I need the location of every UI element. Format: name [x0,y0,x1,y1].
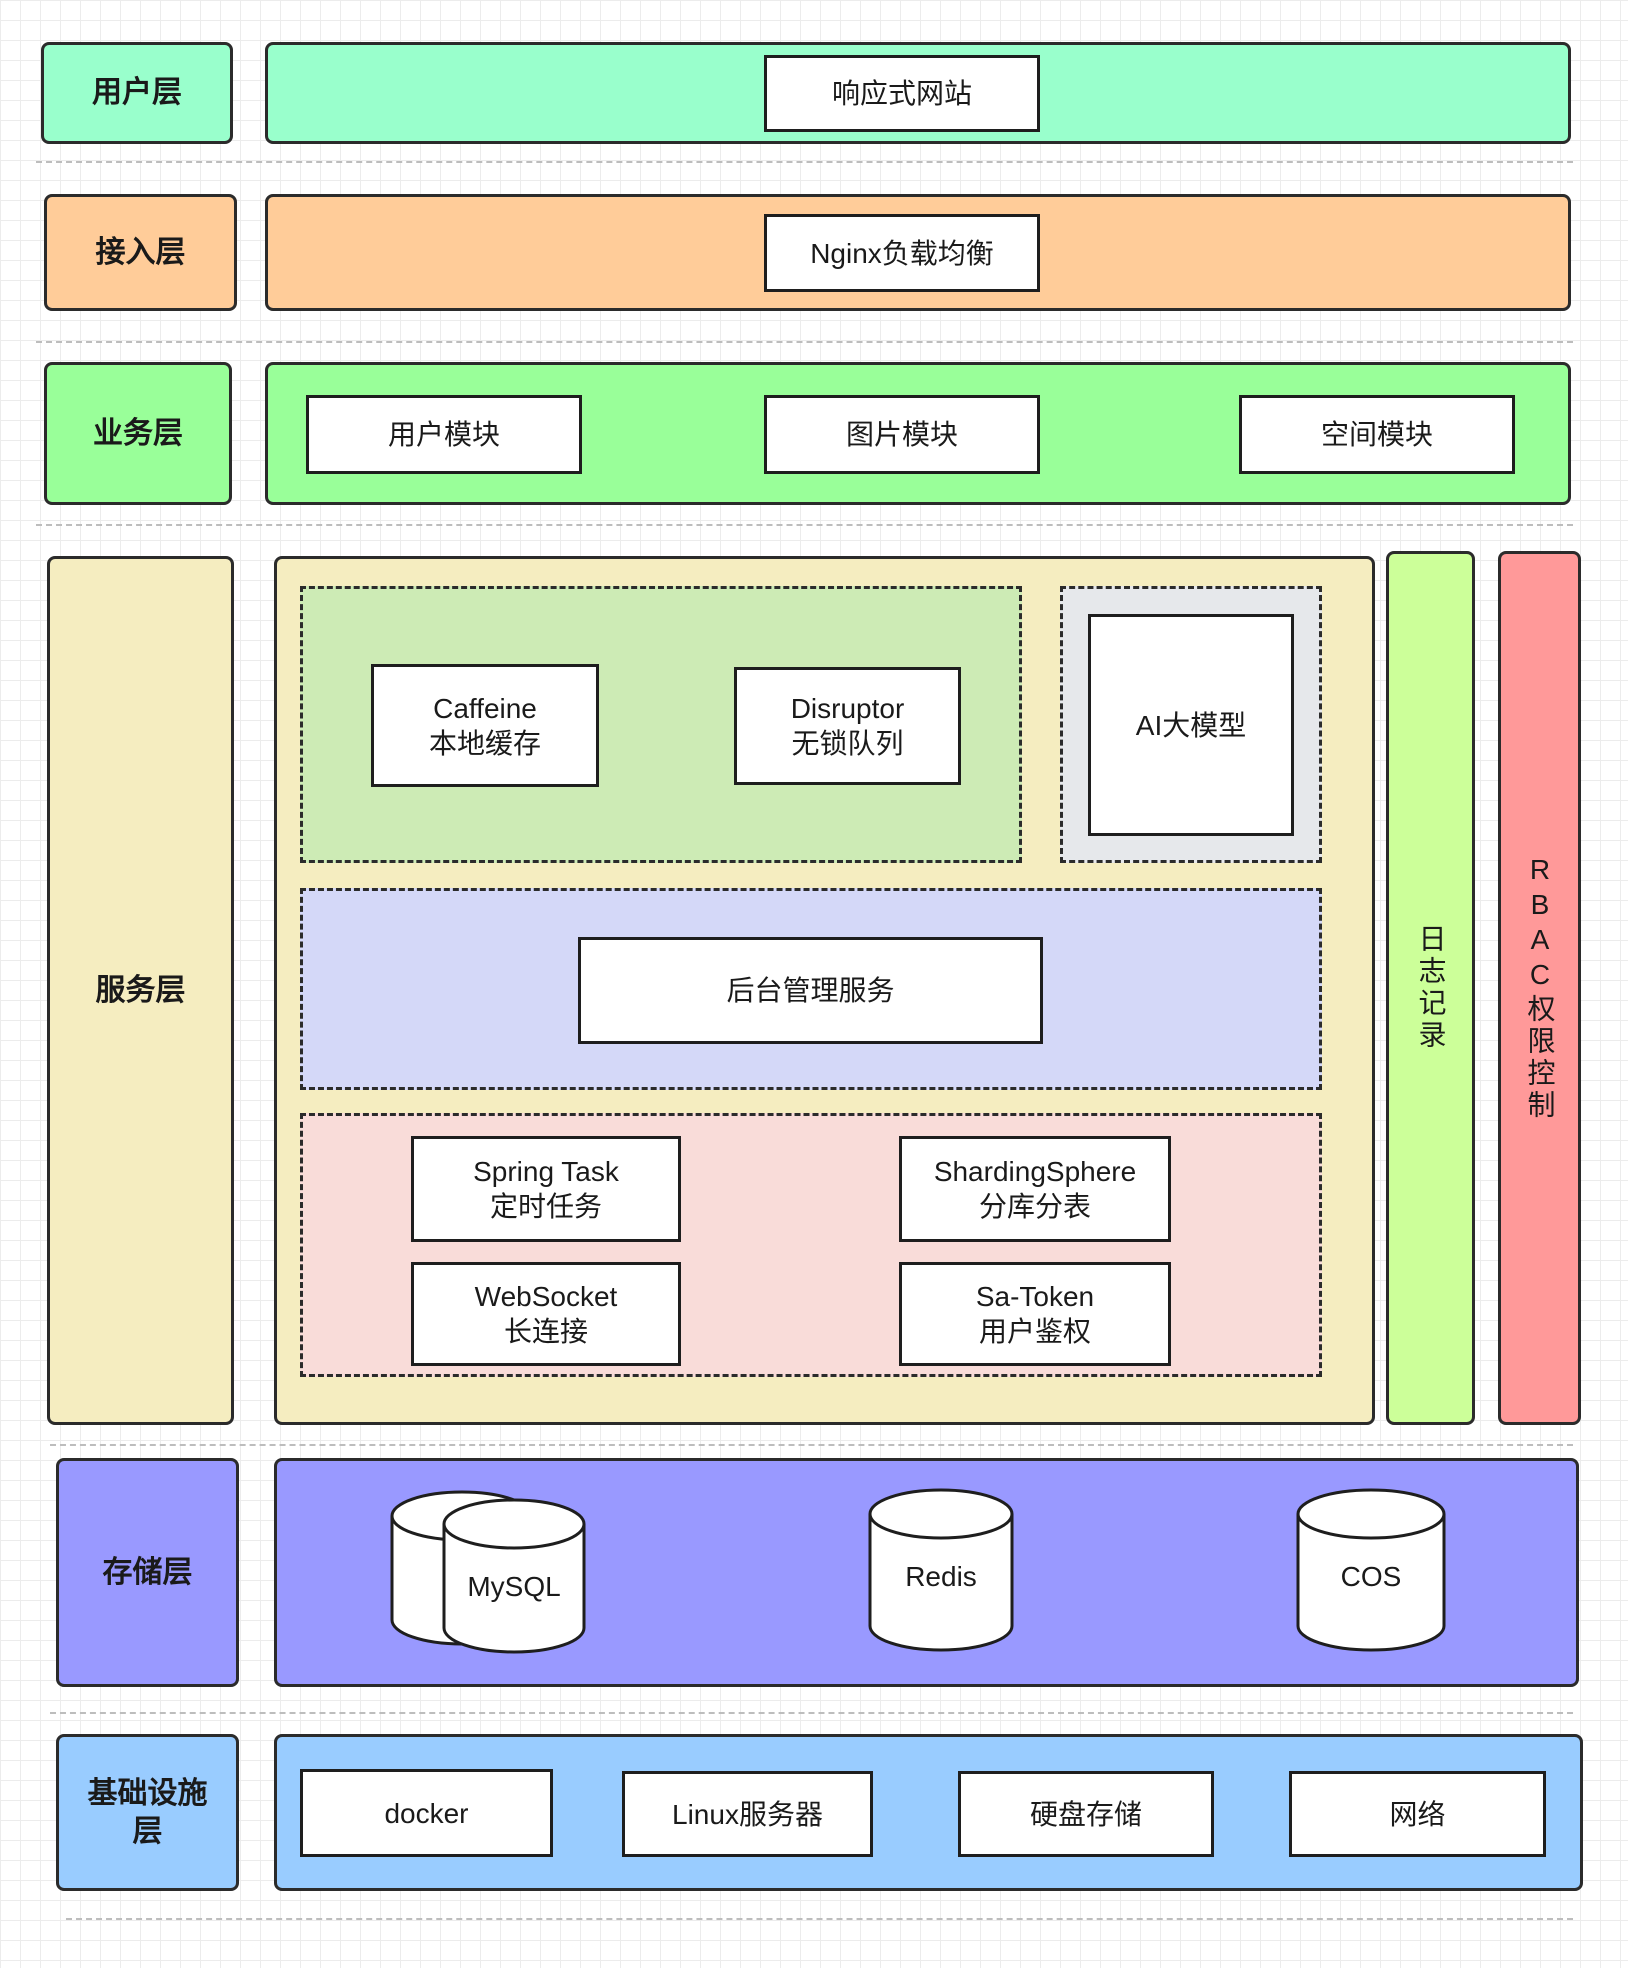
admin-service-node: 后台管理服务 [578,937,1043,1044]
network-node: 网络 [1289,1771,1546,1857]
websocket-node: WebSocket 长连接 [411,1262,681,1366]
mysql-database-icon: MySQL [390,1490,586,1654]
layer-separator [50,1444,1573,1446]
node-line1: WebSocket [474,1281,618,1312]
layer-separator [36,524,1573,526]
business-layer-label-text: 业务层 [93,416,183,450]
cos-label: COS [1341,1561,1402,1592]
node-label: 响应式网站 [831,78,972,109]
node-label: docker [384,1797,469,1829]
node-label: 图片模块 [845,419,958,450]
docker-node: docker [300,1769,553,1857]
logging-bar-text: 日志记录 [1415,924,1447,1052]
node-line2: 本地缓存 [428,727,541,759]
image-module-node: 图片模块 [764,395,1040,474]
ai-model-node: AI大模型 [1088,614,1294,836]
user-layer-label: 用户层 [41,42,233,144]
node-line1: Spring Task [473,1156,619,1187]
node-label: 网络 [1389,1798,1446,1830]
user-module-node: 用户模块 [306,395,582,474]
sa-token-node: Sa-Token 用户鉴权 [899,1262,1171,1366]
redis-database-icon: Redis [868,1488,1014,1652]
node-line1: ShardingSphere [933,1156,1137,1187]
storage-layer-label: 存储层 [56,1458,239,1687]
space-module-node: 空间模块 [1239,395,1515,474]
cos-database-icon: COS [1296,1488,1446,1652]
business-layer-label: 业务层 [44,362,232,505]
node-label: Linux服务器 [672,1798,823,1830]
node-line1: Sa-Token [975,1281,1095,1312]
rbac-bar-text: RBAC权限控制 [1524,854,1556,1122]
infra-layer-label: 基础设施层 [56,1734,239,1891]
node-label: 后台管理服务 [726,975,895,1006]
nginx-node: Nginx负载均衡 [764,214,1040,292]
node-line1: Disruptor [790,693,905,724]
node-line2: 分库分表 [978,1191,1091,1222]
shardingsphere-node: ShardingSphere 分库分表 [899,1136,1171,1242]
node-label: AI大模型 [1135,709,1247,741]
node-line2: 用户鉴权 [978,1316,1091,1347]
node-label: 用户模块 [387,419,500,450]
layer-separator [36,341,1573,343]
mysql-label: MySQL [467,1571,560,1602]
caffeine-node: Caffeine 本地缓存 [371,664,599,787]
node-label: 硬盘存储 [1029,1798,1142,1830]
service-layer-label-text: 服务层 [95,973,186,1007]
node-line2: 无锁队列 [791,728,904,759]
user-layer-label-text: 用户层 [92,76,182,110]
node-line2: 定时任务 [489,1191,602,1222]
storage-layer-label-text: 存储层 [102,1555,193,1589]
layer-separator [36,161,1573,163]
spring-task-node: Spring Task 定时任务 [411,1136,681,1242]
rbac-bar: RBAC权限控制 [1498,551,1581,1425]
access-layer-label-text: 接入层 [95,235,186,269]
logging-bar: 日志记录 [1386,551,1475,1425]
service-layer-label: 服务层 [47,556,234,1425]
access-layer-label: 接入层 [44,194,237,311]
layer-separator [50,1712,1573,1714]
node-label: Nginx负载均衡 [810,237,994,269]
node-label: 空间模块 [1320,419,1433,450]
layer-separator [66,1918,1573,1920]
responsive-website-node: 响应式网站 [764,55,1040,132]
disk-storage-node: 硬盘存储 [958,1771,1214,1857]
linux-server-node: Linux服务器 [622,1771,873,1857]
redis-label: Redis [905,1561,977,1592]
infra-layer-label-text: 基础设施层 [87,1777,208,1848]
node-line2: 长连接 [503,1316,588,1347]
disruptor-node: Disruptor 无锁队列 [734,667,961,785]
node-line1: Caffeine [433,692,537,724]
